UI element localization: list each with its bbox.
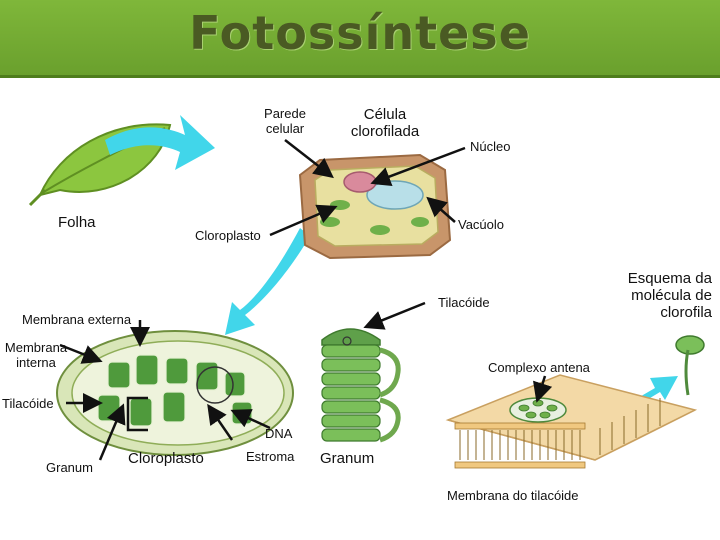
chlorophyll-molecule-icon <box>675 335 705 396</box>
label-cloroplasto-top: Cloroplasto <box>195 228 261 243</box>
label-folha: Folha <box>58 214 96 231</box>
chloroplast-icon <box>56 330 294 456</box>
label-vacuolo: Vacúolo <box>458 217 505 232</box>
label-nucleo: Núcleo <box>470 139 511 154</box>
cell-to-chloroplast-arrow <box>225 228 310 335</box>
leaf-to-cell-arrow <box>105 115 215 170</box>
label-celula-clorofilada: Célula clorofilada <box>350 106 420 140</box>
label-membrana-tilacoide: Membrana do tilacóide <box>447 488 579 503</box>
label-membrana-interna: Membrana interna <box>4 340 68 370</box>
title-bar <box>0 0 720 78</box>
label-granum-left: Granum <box>46 460 93 475</box>
thylakoid-membrane-icon <box>445 374 698 469</box>
label-granum-mid: Granum <box>320 450 375 467</box>
granum-stack-icon <box>321 328 401 443</box>
page-title: Fotossíntese <box>189 6 531 60</box>
label-tilacoide-right: Tilacóide <box>438 295 490 310</box>
label-tilacoide-left: Tilacóide <box>2 396 54 411</box>
label-esquema-clorofila: Esquema da molécula de clorofila <box>627 270 712 321</box>
label-dna: DNA <box>265 426 293 441</box>
label-parede-celular: Parede celular <box>264 106 306 136</box>
label-complexo-antena: Complexo antena <box>488 360 590 375</box>
plant-cell-icon <box>298 153 452 260</box>
label-cloroplasto-bottom: Cloroplasto <box>128 450 204 467</box>
label-membrana-externa: Membrana externa <box>22 312 132 327</box>
label-estroma: Estroma <box>246 449 295 464</box>
